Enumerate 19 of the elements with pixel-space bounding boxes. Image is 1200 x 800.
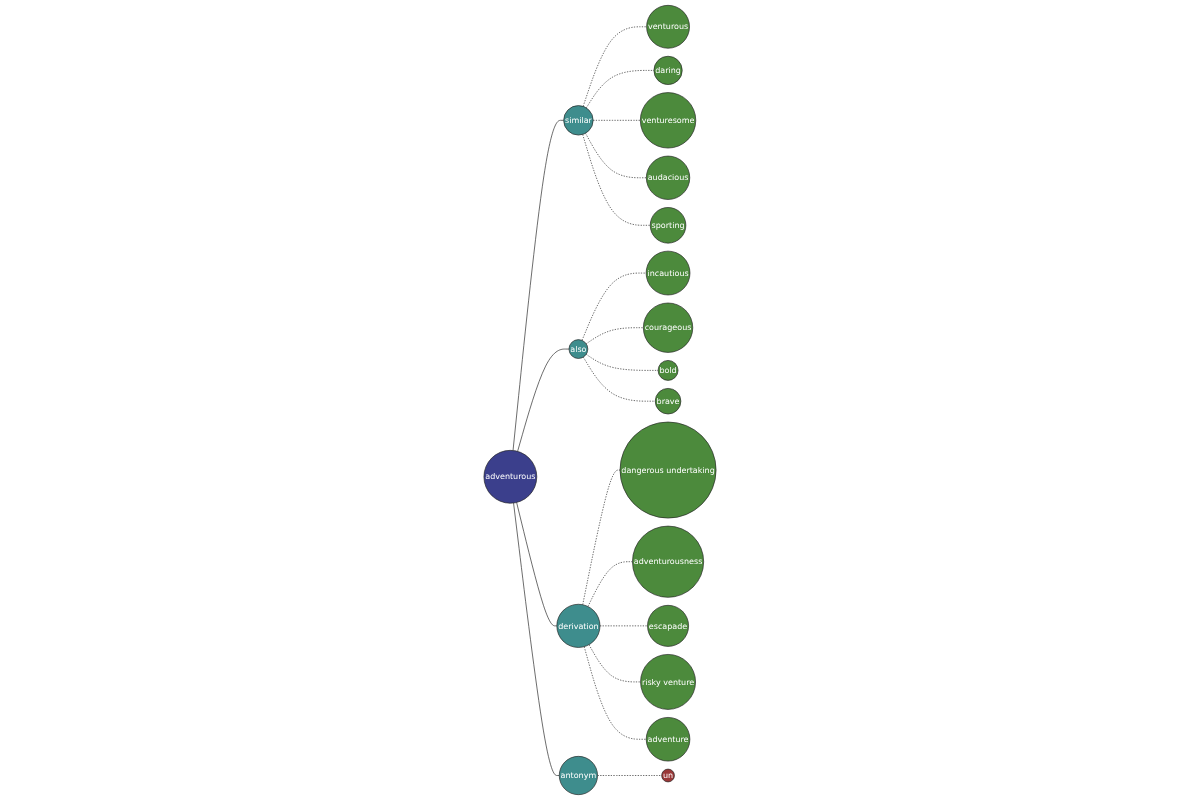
connector (599, 625, 648, 627)
connector (585, 132, 647, 179)
connector (592, 120, 641, 121)
connector (585, 354, 659, 371)
connector (513, 502, 560, 776)
connector (516, 502, 558, 627)
connector (517, 348, 570, 452)
connector (512, 120, 564, 451)
connector (585, 327, 644, 345)
connector (582, 134, 651, 226)
connector (587, 561, 633, 607)
connector (581, 272, 647, 341)
connector (582, 356, 656, 402)
connector (582, 469, 621, 606)
connector (582, 26, 647, 107)
connector (588, 644, 641, 683)
connector (585, 70, 655, 109)
connector (583, 646, 647, 740)
connector (597, 775, 662, 776)
